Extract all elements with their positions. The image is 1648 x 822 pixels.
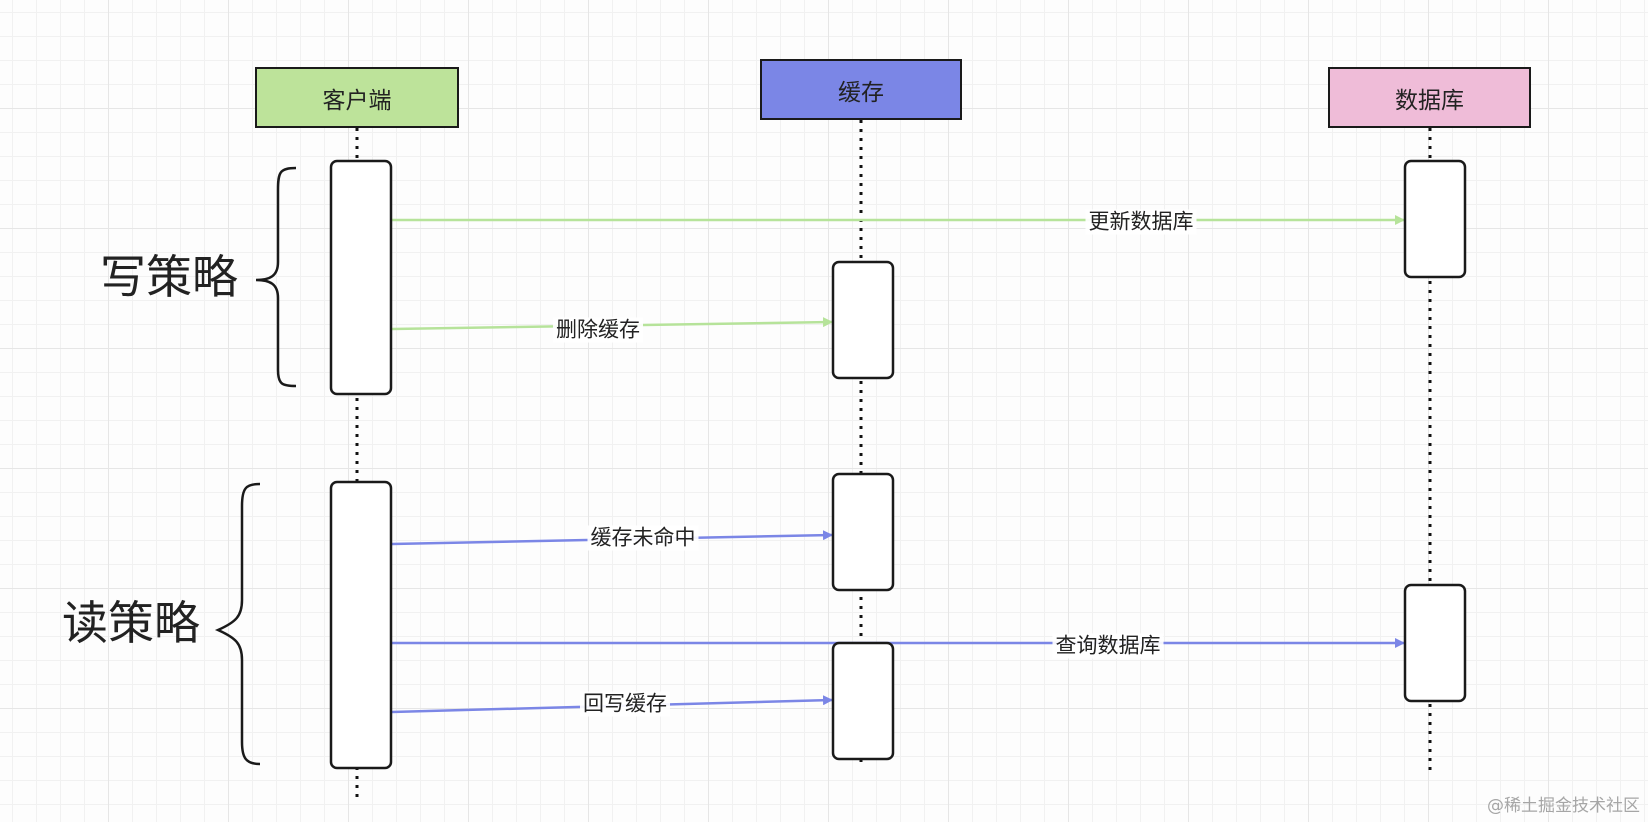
- write-back-label: 回写缓存: [580, 691, 670, 717]
- watermark-text: @稀土掘金技术社区: [1487, 796, 1640, 816]
- client-activation-read: [329, 480, 393, 770]
- read-strategy-label: 读策略: [62, 596, 200, 650]
- cache-participant: 缓存: [760, 59, 962, 120]
- cache-activation-delete: [831, 260, 895, 380]
- cache-activation-write-back: [831, 641, 895, 761]
- database-activation-update: [1403, 159, 1467, 279]
- database-participant: 数据库: [1328, 67, 1531, 128]
- cache-activation-miss: [831, 472, 895, 592]
- client-activation-write: [329, 159, 393, 396]
- cache-miss-label: 缓存未命中: [587, 525, 699, 551]
- client-participant: 客户端: [255, 67, 459, 128]
- database-activation-query: [1403, 583, 1467, 703]
- read-group-brace: [214, 482, 261, 766]
- delete-cache-label: 删除缓存: [553, 317, 643, 343]
- write-strategy-label: 写策略: [100, 250, 238, 304]
- update-db-label: 更新数据库: [1085, 209, 1197, 235]
- query-db-label: 查询数据库: [1052, 633, 1164, 659]
- write-group-brace: [255, 166, 297, 388]
